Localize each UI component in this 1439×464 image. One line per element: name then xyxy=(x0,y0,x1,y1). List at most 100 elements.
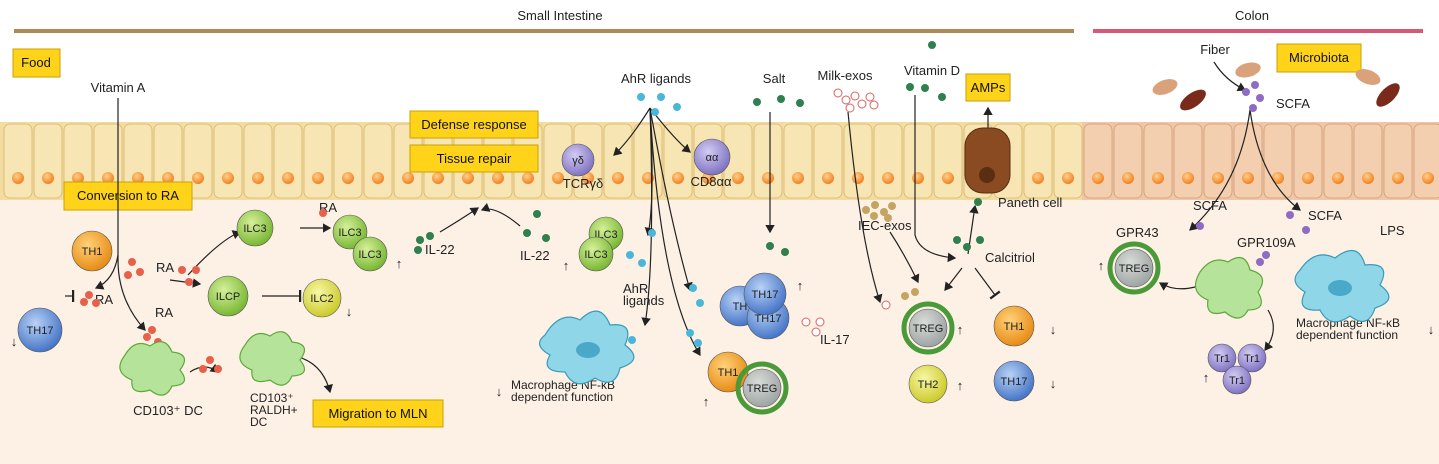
svg-text:TH17: TH17 xyxy=(755,313,782,325)
molecule xyxy=(881,300,891,310)
svg-text:ILC3: ILC3 xyxy=(358,249,381,261)
ilc3-cell-3: ILC3 xyxy=(352,236,388,272)
molecule xyxy=(811,327,821,337)
ilc3-cell-2: ILC3 xyxy=(332,214,368,250)
dc-raldh xyxy=(239,331,306,386)
small-intestine-title: Small Intestine xyxy=(517,8,602,23)
arrow-tr1: ↑ xyxy=(1203,370,1210,385)
vitamin-d-label: Vitamin D xyxy=(904,63,960,78)
cell-nucleus xyxy=(12,172,24,184)
ra-label-1: RA xyxy=(156,260,174,275)
tcr-label: TCRγδ xyxy=(563,176,603,191)
molecule xyxy=(92,299,100,307)
svg-text:ILC3: ILC3 xyxy=(243,223,266,235)
molecule xyxy=(1262,251,1270,259)
cell-nucleus xyxy=(1272,172,1284,184)
svg-text:Microbiota: Microbiota xyxy=(1289,50,1350,65)
molecule xyxy=(124,271,132,279)
molecule xyxy=(686,329,694,337)
epithelial-cell xyxy=(363,123,393,199)
microbiota-box: Microbiota xyxy=(1276,43,1362,73)
milk-exos-label: Milk-exos xyxy=(818,68,873,83)
th2-cell: TH2 xyxy=(908,364,948,404)
molecule xyxy=(136,268,144,276)
molecule xyxy=(753,98,761,106)
molecule xyxy=(938,93,946,101)
molecule xyxy=(1242,88,1250,96)
arrow-th17-left: ↓ xyxy=(11,334,18,349)
epithelial-cell xyxy=(783,123,813,199)
epithelial-cell xyxy=(1143,123,1173,199)
fiber-label: Fiber xyxy=(1200,42,1230,57)
dc-colon xyxy=(1194,256,1264,319)
epithelial-cell xyxy=(753,123,783,199)
th1-cell-left: TH1 xyxy=(71,230,113,272)
svg-text:TH17: TH17 xyxy=(752,289,779,301)
svg-text:Conversion to RA: Conversion to RA xyxy=(77,188,179,203)
il17-label: IL-17 xyxy=(820,332,850,347)
molecule xyxy=(542,234,550,242)
molecule xyxy=(974,198,982,206)
ra-label-3: RA xyxy=(155,305,173,320)
molecule xyxy=(199,365,207,373)
molecule xyxy=(533,210,541,218)
molecule xyxy=(178,266,186,274)
paneth-label: Paneth cell xyxy=(998,195,1062,210)
arrow-ilc2: ↓ xyxy=(346,304,353,319)
epithelial-cell xyxy=(1023,123,1053,199)
cell-nucleus xyxy=(282,172,294,184)
cell-nucleus xyxy=(1182,172,1194,184)
cell-nucleus xyxy=(852,172,864,184)
epithelial-cell xyxy=(1323,123,1353,199)
svg-text:ILC2: ILC2 xyxy=(310,293,333,305)
molecule xyxy=(976,236,984,244)
molecule xyxy=(1196,222,1204,230)
il22-label-right: IL-22 xyxy=(520,248,550,263)
epithelial-cell xyxy=(903,123,933,199)
svg-text:AMPs: AMPs xyxy=(971,80,1006,95)
cell-nucleus xyxy=(432,172,444,184)
molecule xyxy=(869,100,879,110)
gpr109a-label: GPR109A xyxy=(1237,235,1296,250)
epithelial-cell xyxy=(633,123,663,199)
dc-cd103 xyxy=(119,341,186,396)
epithelial-cell xyxy=(1293,123,1323,199)
salt-label: Salt xyxy=(763,71,786,86)
epithelial-cell xyxy=(1113,123,1143,199)
cell-nucleus xyxy=(462,172,474,184)
svg-text:ILC3: ILC3 xyxy=(584,249,607,261)
epithelial-cell xyxy=(1083,123,1113,199)
svg-text:TH2: TH2 xyxy=(918,379,939,391)
svg-text:γδ: γδ xyxy=(572,155,584,167)
molecule xyxy=(1286,211,1294,219)
epithelial-cell xyxy=(1203,123,1233,199)
svg-text:ILCP: ILCP xyxy=(216,291,240,303)
defense-box: Defense response xyxy=(409,110,539,139)
svg-text:TH17: TH17 xyxy=(1001,376,1028,388)
molecule xyxy=(880,208,888,216)
treg-cell-colon: TREG xyxy=(1107,241,1161,295)
molecule xyxy=(651,108,659,116)
svg-text:TH17: TH17 xyxy=(27,325,54,337)
cell-nucleus xyxy=(552,172,564,184)
molecule xyxy=(696,299,704,307)
molecule xyxy=(870,212,878,220)
cell-nucleus xyxy=(1032,172,1044,184)
cell-nucleus xyxy=(822,172,834,184)
ahr-label-2a: AhR xyxy=(623,281,648,296)
cell-nucleus xyxy=(1122,172,1134,184)
cd8aa-cell: αα xyxy=(693,138,731,176)
svg-text:ILC3: ILC3 xyxy=(338,227,361,239)
epithelial-cell xyxy=(213,123,243,199)
iec-exos-label: IEC-exos xyxy=(858,218,912,233)
cd8-label: CD8αα xyxy=(690,174,732,189)
cell-nucleus xyxy=(402,172,414,184)
molecule xyxy=(414,246,422,254)
molecule xyxy=(1256,258,1264,266)
macrophage-colon xyxy=(1294,249,1390,323)
arrow-macro-colon: ↓ xyxy=(1428,322,1435,337)
arrow-th1-right: ↓ xyxy=(1050,322,1057,337)
tr1-cell-3: Tr1 xyxy=(1222,365,1252,395)
molecule xyxy=(694,339,702,347)
molecule xyxy=(85,291,93,299)
